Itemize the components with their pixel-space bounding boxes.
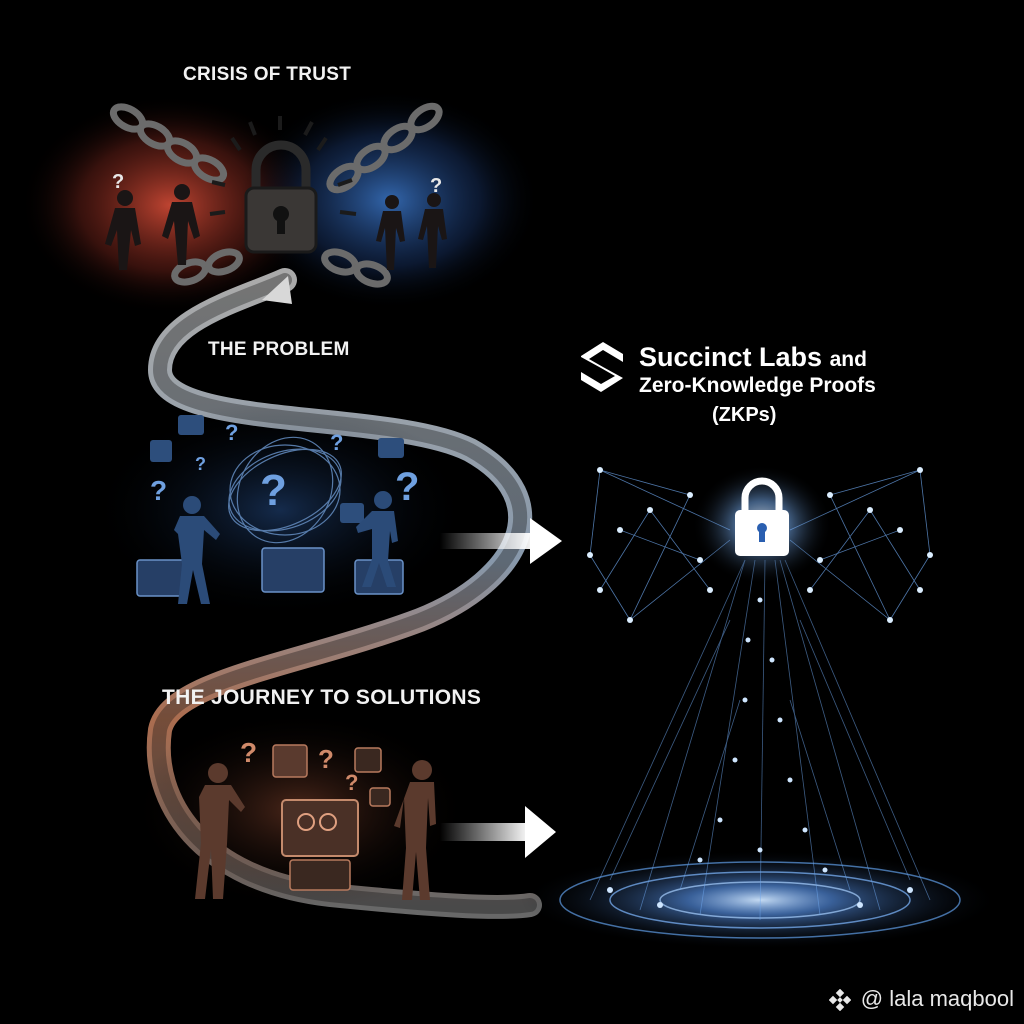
laptop-icon	[136, 559, 186, 597]
laptop-icon	[261, 547, 325, 593]
brand-abbr: (ZKPs)	[712, 404, 777, 426]
binance-diamond-icon	[828, 989, 851, 1012]
watermark-text: @ lala maqbool	[860, 986, 1014, 1011]
question-mark-icon: ?	[150, 475, 167, 506]
people-silhouettes	[195, 760, 436, 900]
padlock-icon	[244, 140, 318, 254]
chat-bubble-icon	[340, 503, 364, 523]
brand-title: Succinct Labs and	[639, 342, 867, 373]
chat-bubble-icon	[150, 440, 172, 462]
question-mark-icon: ?	[112, 171, 124, 193]
tangled-network-icon	[228, 436, 342, 544]
question-mark-icon: ?	[195, 454, 206, 474]
brand-name: Succinct Labs	[639, 342, 823, 372]
question-mark-icon: ?	[225, 420, 238, 445]
problem-scene: ? ? ? ? ? ?	[90, 400, 470, 620]
solutions-scene: ? ? ?	[130, 710, 470, 910]
chat-bubble-icon	[378, 438, 404, 458]
question-mark-icon: ?	[395, 465, 419, 509]
question-mark-icon: ?	[318, 744, 334, 774]
question-mark-icon: ?	[330, 430, 343, 455]
question-mark-icon: ?	[430, 175, 442, 197]
people-silhouettes	[174, 491, 398, 604]
gear-icon	[272, 744, 308, 778]
chat-bubble-icon	[369, 787, 391, 807]
brand-subtitle: Zero-Knowledge Proofs	[639, 374, 876, 397]
monitor-icon	[281, 799, 359, 857]
question-mark-icon: ?	[260, 466, 287, 515]
question-mark-icon: ?	[345, 770, 358, 795]
section-title-journey: THE JOURNEY TO SOLUTIONS	[162, 686, 482, 709]
watermark: @ lala maqbool	[828, 986, 1014, 1012]
chat-bubble-icon	[178, 415, 204, 435]
keyboard-icon	[289, 859, 351, 891]
section-title-problem: THE PROBLEM	[208, 339, 350, 360]
arrow-right-icon	[525, 806, 556, 858]
section-title-crisis: CRISIS OF TRUST	[183, 64, 352, 85]
zkp-network-tower	[520, 465, 1000, 950]
people-silhouettes	[105, 184, 447, 270]
lightbulb-icon	[354, 747, 382, 773]
arrow-right-icon	[530, 518, 562, 564]
flow-arrows	[440, 518, 562, 858]
glowing-padlock-icon	[735, 477, 789, 556]
path-arrowhead-icon	[262, 276, 292, 304]
broken-chain-icon	[109, 102, 443, 288]
brand-connector: and	[829, 348, 867, 371]
succinct-logo-icon	[581, 342, 623, 392]
question-mark-icon: ?	[240, 737, 257, 768]
laptop-icon	[354, 559, 404, 595]
crisis-scene: ? ?	[20, 90, 540, 315]
